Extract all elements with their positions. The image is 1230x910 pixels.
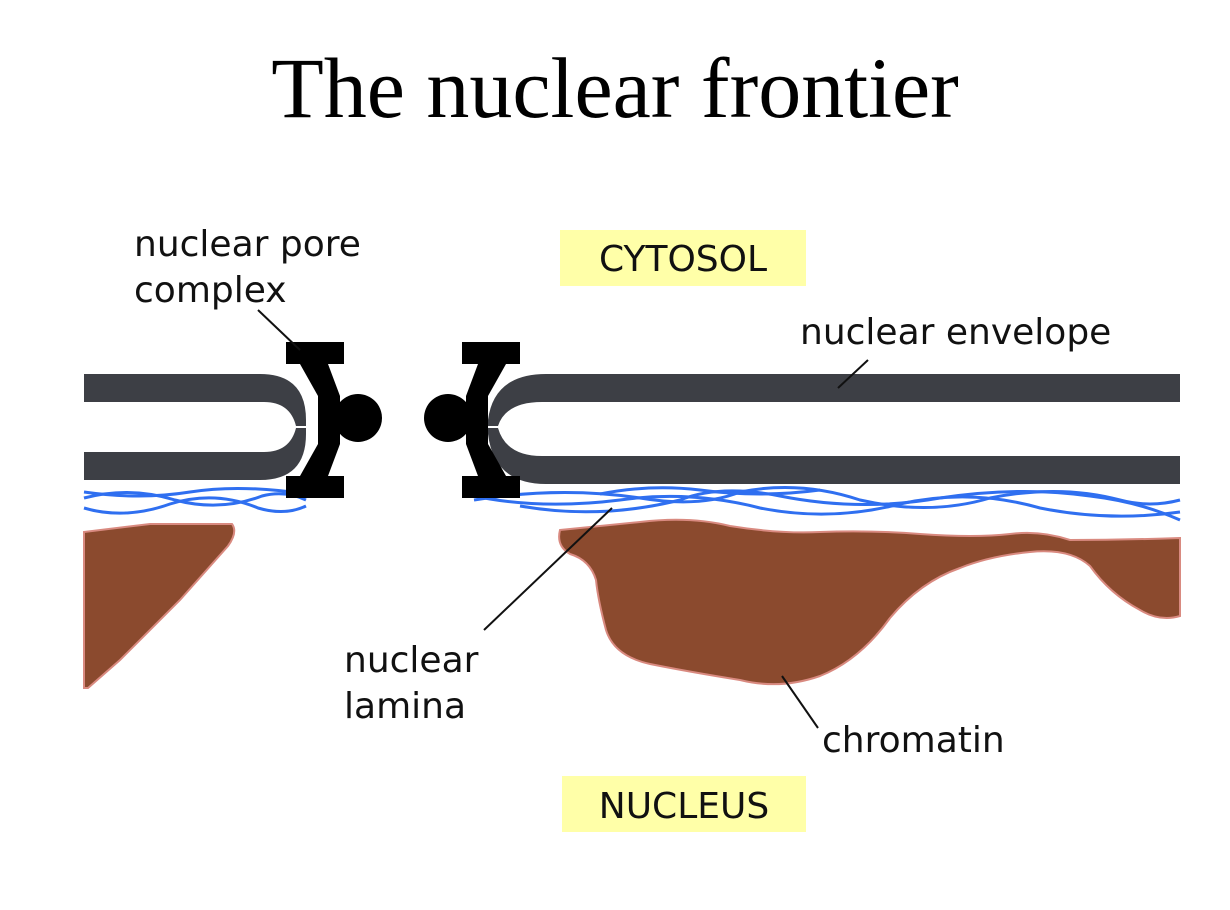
nuclear-pore-complex-left	[286, 342, 382, 498]
nucleus-label: NUCLEUS	[599, 786, 769, 827]
chromatin-label: chromatin	[822, 720, 1005, 761]
nuclear-envelope-left	[84, 374, 306, 480]
nucleus-region-label: NUCLEUS	[562, 776, 806, 832]
envelope-leader-line	[837, 359, 869, 389]
nuclear-lamina	[83, 486, 1181, 522]
nuclear-envelope-label: nuclear envelope	[800, 312, 1111, 353]
nuclear-pore-complex-right	[424, 342, 520, 498]
lamina-leader-line	[483, 507, 613, 631]
chromatin-leader-line	[781, 675, 819, 729]
nuclear-lamina-label-line1: nuclear	[344, 640, 479, 681]
nuclear-pore-complex-label-line1: nuclear pore	[134, 224, 361, 265]
cytosol-label: CYTOSOL	[599, 239, 767, 280]
chromatin-right	[558, 518, 1181, 686]
cytosol-region-label: CYTOSOL	[560, 230, 806, 286]
pore-leader-line	[257, 309, 301, 351]
nuclear-pore-complex-label-line2: complex	[134, 270, 287, 311]
chromatin-left	[83, 523, 236, 689]
nuclear-lamina-label-line2: lamina	[344, 686, 466, 727]
nuclear-envelope-right	[488, 374, 1180, 484]
page-title: The nuclear frontier	[271, 40, 959, 136]
